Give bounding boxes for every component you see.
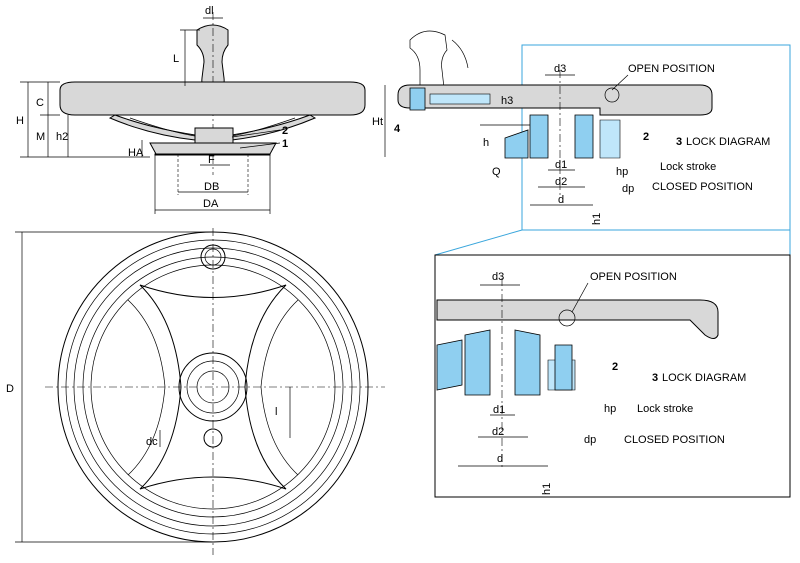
detail-dim-d1: d1 — [493, 404, 505, 416]
dim-DB: DB — [204, 181, 219, 193]
dim-DA: DA — [203, 198, 219, 210]
dim-dc: dc — [146, 436, 158, 448]
dim-dl: dl — [205, 5, 214, 17]
detail-dim-dp: dp — [584, 434, 596, 446]
dim-h1: h1 — [591, 213, 603, 225]
dim-HA: HA — [128, 147, 144, 159]
label-lock-diagram: LOCK DIAGRAM — [686, 136, 770, 148]
detail-label-closed-position: CLOSED POSITION — [624, 434, 725, 446]
side-view: dl L C H M h2 HA F DB DA 2 1 — [16, 5, 366, 214]
label-lock-stroke: Lock stroke — [660, 161, 716, 173]
dim-L: L — [173, 53, 179, 65]
dim-hp: hp — [616, 166, 628, 178]
detail-dim-d3: d3 — [492, 271, 504, 283]
dim-d3: d3 — [554, 63, 566, 75]
dim-H: H — [16, 115, 24, 127]
dim-Ht: Ht — [372, 116, 383, 128]
detail-dim-h1: h1 — [541, 483, 553, 495]
detail-view: d3 OPEN POSITION 2 3 LOCK DIAGRAM d1 hp … — [434, 229, 791, 498]
detail-callout-2: 2 — [612, 361, 618, 373]
dim-d1: d1 — [555, 159, 567, 171]
dim-C: C — [36, 97, 44, 109]
detail-frame — [434, 254, 791, 498]
label-open-position: OPEN POSITION — [628, 63, 715, 75]
dim-h: h — [483, 137, 489, 149]
front-view: D dc l — [6, 228, 385, 555]
dim-dp: dp — [622, 183, 634, 195]
callout-2: 2 — [282, 125, 288, 137]
dim-h2: h2 — [56, 131, 68, 143]
dim-Q: Q — [492, 166, 501, 178]
dim-M: M — [36, 131, 45, 143]
detail-dim-d: d — [497, 453, 503, 465]
detail-label-open-position: OPEN POSITION — [590, 271, 677, 283]
label-closed-position: CLOSED POSITION — [652, 181, 753, 193]
detail-dim-d2: d2 — [492, 426, 504, 438]
detail-callout-3: 3 — [652, 372, 658, 384]
dim-l: l — [275, 406, 277, 418]
detail-label-lock-diagram: LOCK DIAGRAM — [662, 372, 746, 384]
detail-dim-hp: hp — [604, 403, 616, 415]
dim-d: d — [558, 194, 564, 206]
callout-1: 1 — [282, 138, 288, 150]
callout-2-section: 2 — [643, 131, 649, 143]
dim-h3: h3 — [501, 95, 513, 107]
callout-4: 4 — [394, 123, 401, 135]
detail-label-lock-stroke: Lock stroke — [637, 403, 693, 415]
callout-3-section: 3 — [676, 136, 682, 148]
dim-F: F — [208, 154, 215, 166]
dim-d2: d2 — [555, 176, 567, 188]
section-view: d3 Ht h3 h Q 4 d1 d2 d h1 hp dp OPEN POS… — [372, 30, 791, 231]
dim-D: D — [6, 383, 14, 395]
